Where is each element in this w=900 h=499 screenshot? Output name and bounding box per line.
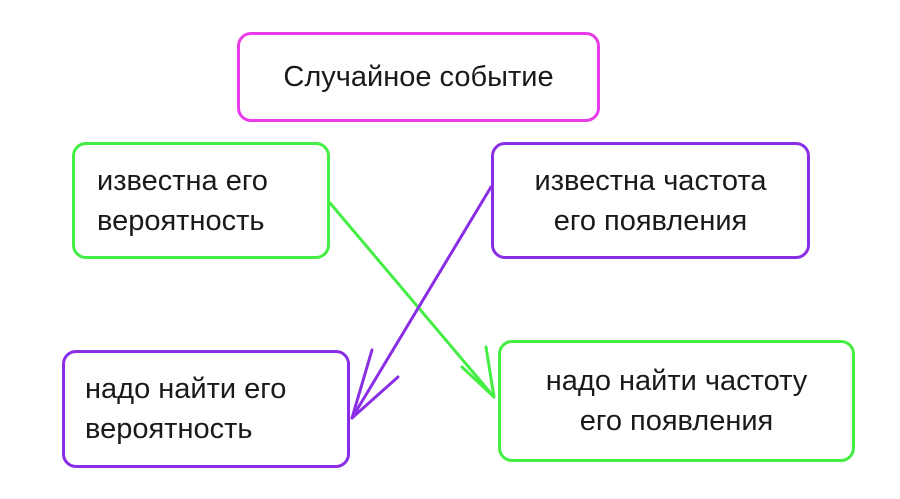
known-frequency-line-2: его появления <box>553 204 748 237</box>
title-node: Случайное событие <box>237 32 600 122</box>
find-probability-line-2: вероятность <box>85 413 253 445</box>
find-frequency-node: надо найти частоту его появления <box>498 340 855 462</box>
find-probability-node: надо найти его вероятность <box>62 350 350 468</box>
find-frequency-line-2: его появления <box>579 405 774 437</box>
known-frequency-line-1: известна частота <box>534 164 767 197</box>
find-frequency-line-1: надо найти частоту <box>545 365 808 397</box>
purple-arrow <box>350 185 493 420</box>
known-probability-line-2: вероятность <box>97 204 265 237</box>
known-probability-node: известна его вероятность <box>72 142 330 259</box>
known-frequency-node: известна частота его появления <box>491 142 810 259</box>
find-probability-line-1: надо найти его <box>85 373 287 405</box>
known-probability-line-1: известна его <box>97 164 268 197</box>
title-text: Случайное событие <box>283 61 554 93</box>
green-arrow <box>328 201 496 399</box>
